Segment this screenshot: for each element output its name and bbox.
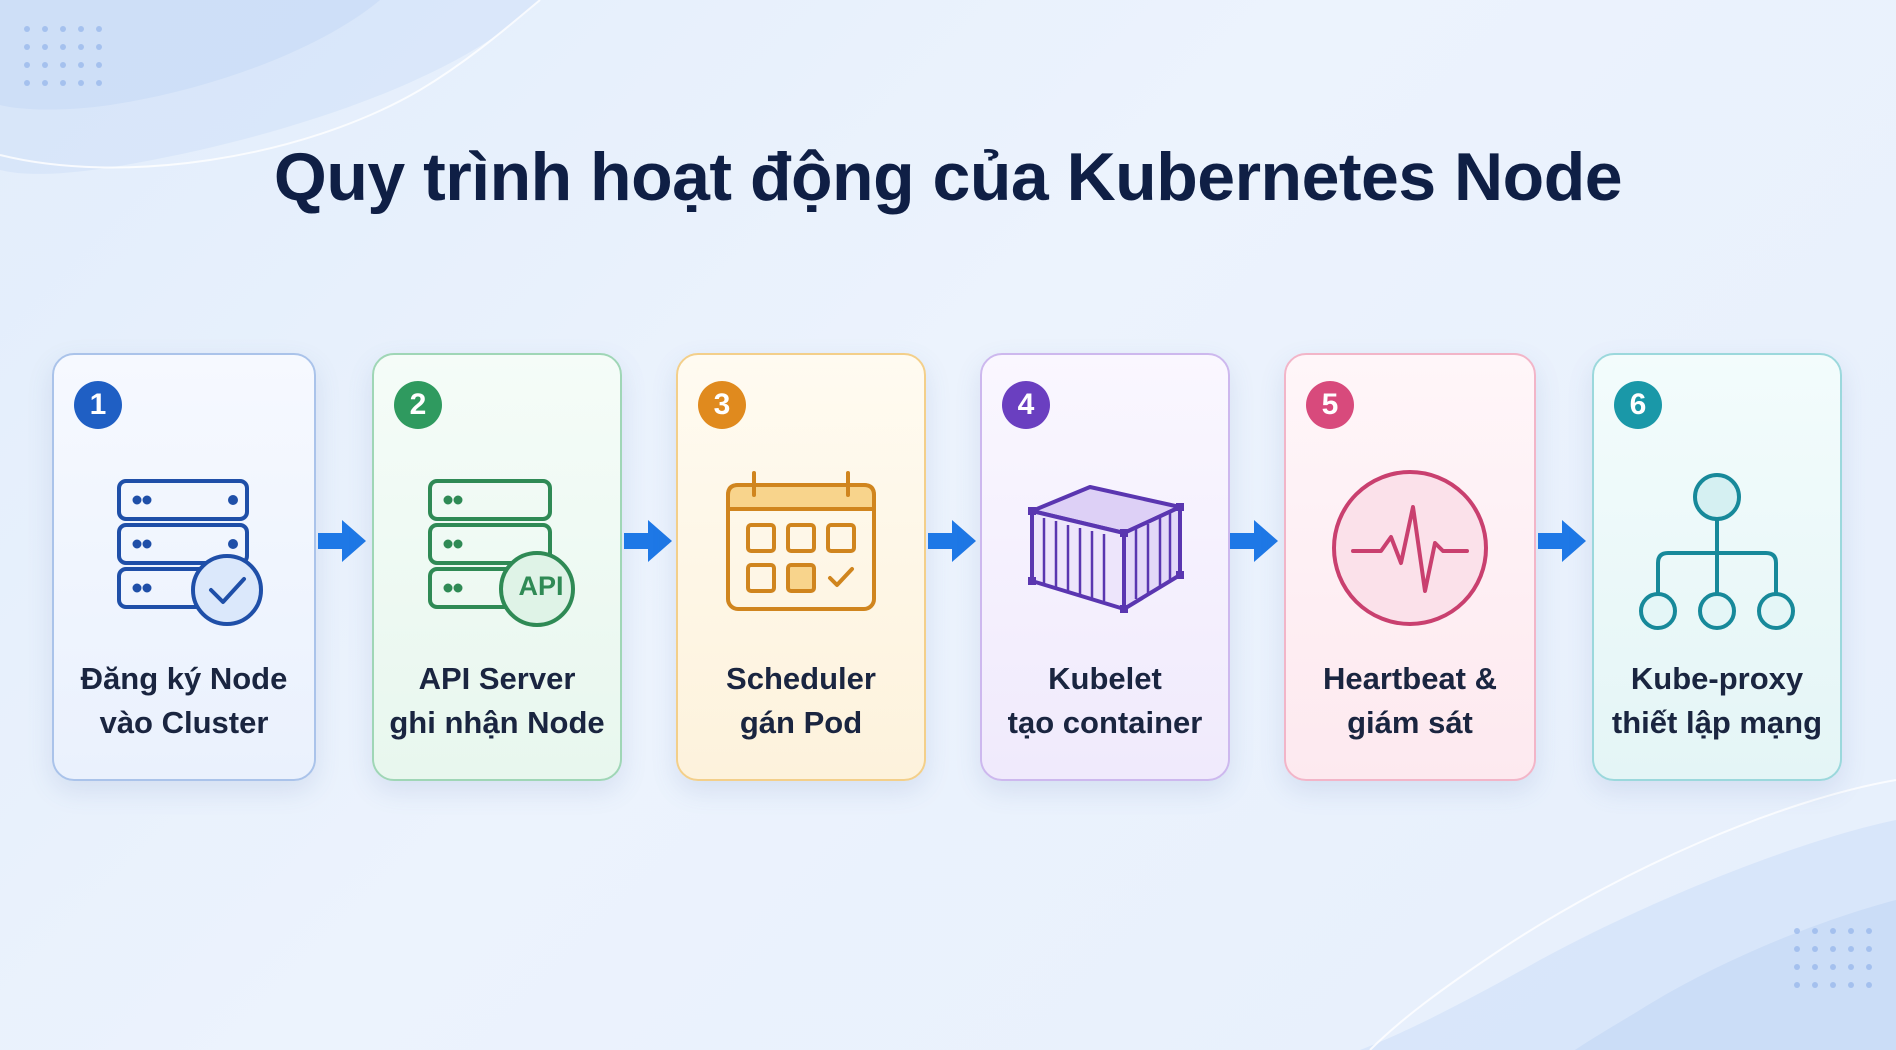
step-number-badge: 1 [74, 381, 122, 429]
step-label: Heartbeat & giám sát [1290, 657, 1530, 745]
step-card-5: 5 Heartbeat & giám sát [1284, 353, 1536, 781]
network-icon [1632, 463, 1802, 633]
step-label: Scheduler gán Pod [682, 657, 920, 745]
step-card-6: 6 Kube-proxy thiết lập mạng [1592, 353, 1842, 781]
step-card-3: 3 Scheduler gán Pod [676, 353, 926, 781]
flow-arrow-icon [1230, 518, 1280, 564]
step-label-line: thiết lập mạng [1611, 705, 1823, 740]
step-label-line: vào Cluster [99, 705, 269, 740]
page-title: Quy trình hoạt động của Kubernetes Node [273, 139, 1623, 215]
step-number-badge: 2 [394, 381, 442, 429]
flow-arrow-icon [624, 518, 674, 564]
step-number-badge: 4 [1002, 381, 1050, 429]
step-label-line: Đăng ký Node [80, 661, 288, 696]
step-number-badge: 5 [1306, 381, 1354, 429]
heartbeat-icon [1325, 463, 1495, 633]
step-number-badge: 6 [1614, 381, 1662, 429]
step-label-line: giám sát [1347, 705, 1473, 740]
calendar-icon [716, 463, 886, 633]
step-label-line: Scheduler [726, 661, 876, 696]
flow-arrow-icon [928, 518, 978, 564]
flow-arrow-icon [318, 518, 368, 564]
step-card-4: 4 Kubelet [980, 353, 1230, 781]
container-icon [1020, 463, 1190, 633]
step-label-line: API Server [418, 661, 576, 696]
decorative-dots [24, 26, 102, 86]
server-check-icon [99, 463, 269, 633]
decorative-dots [1794, 928, 1872, 988]
flow-arrow-icon [1538, 518, 1588, 564]
step-card-2: 2 API API Server ghi nhận Node [372, 353, 622, 781]
step-label: Kubelet tạo container [986, 657, 1224, 745]
step-card-1: 1 Đăng ký Node vào Cluster [52, 353, 316, 781]
step-label-line: gán Pod [739, 705, 863, 740]
step-label: Đăng ký Node vào Cluster [58, 657, 310, 745]
step-number-badge: 3 [698, 381, 746, 429]
step-label-line: Kubelet [1048, 661, 1162, 696]
step-label: API Server ghi nhận Node [378, 657, 616, 745]
step-label-line: Heartbeat & [1323, 661, 1497, 696]
step-label: Kube-proxy thiết lập mạng [1598, 657, 1836, 745]
step-label-line: tạo container [1007, 705, 1203, 740]
step-label-line: ghi nhận Node [389, 705, 605, 740]
server-api-icon [412, 463, 582, 633]
step-label-line: Kube-proxy [1630, 661, 1804, 696]
api-badge-text: API [518, 571, 564, 601]
